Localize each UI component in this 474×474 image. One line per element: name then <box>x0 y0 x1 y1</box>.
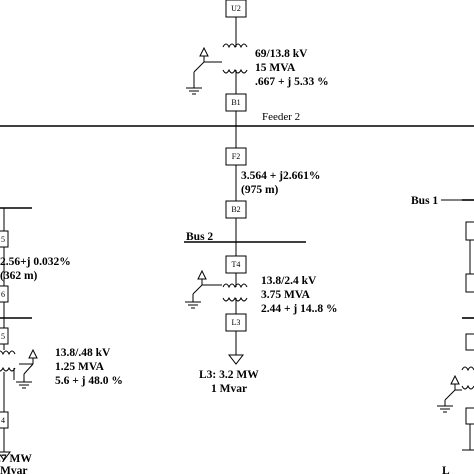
utility-source-u2: U2 <box>225 0 247 40</box>
load-l3-label: L3: 3.2 MW 1 Mvar <box>199 369 259 395</box>
left-transformer-rating: 1.25 MVA <box>55 361 105 373</box>
f2-box-label: F2 <box>232 152 240 161</box>
t1-impedance: .667 + j 5.33 % <box>255 76 329 88</box>
bus-1-label: Bus 1 <box>411 195 438 207</box>
left-top-box-label: 5 <box>1 235 5 244</box>
feeder-2-label: Feeder 2 <box>262 111 300 123</box>
f2-impedance: 3.564 + j2.661% <box>241 170 320 182</box>
transformer-t4-symbol <box>222 280 248 314</box>
load-l3: L3 <box>225 313 247 365</box>
left-feeder-length: (362 m) <box>0 270 38 282</box>
svg-text:L: L <box>442 465 450 474</box>
left-branch: 5 6 5 4 <box>0 207 32 461</box>
l3-mw: L3: 3.2 MW <box>199 369 259 381</box>
t1-voltage: 69/13.8 kV <box>255 48 308 60</box>
t4-voltage: 13.8/2.4 kV <box>261 275 317 287</box>
breaker-b2: B2 <box>225 200 247 242</box>
left-mid-box-label: 6 <box>1 290 5 299</box>
ground-left <box>16 348 38 389</box>
transformer-t1-label: 69/13.8 kV 15 MVA .667 + j 5.33 % <box>255 48 329 88</box>
t4-rating: 3.75 MVA <box>261 289 311 301</box>
left-load-label: .7 MW Mvar <box>0 453 32 474</box>
load-arrow-l3 <box>227 354 245 365</box>
left-bot-box-label: 4 <box>1 416 5 425</box>
left-load-mvar: Mvar <box>0 465 27 474</box>
right-load-label-fragment: L <box>442 465 450 474</box>
f2-length: (975 m) <box>241 184 279 196</box>
l3-mvar: 1 Mvar <box>211 383 247 395</box>
transformer-t4-label: 13.8/2.4 kV 3.75 MVA 2.44 + j 14..8 % <box>261 275 338 315</box>
left-transformer-impedance: 5.6 + j 48.0 % <box>55 375 123 387</box>
right-branch: Bus 1 <box>411 195 474 451</box>
ground-t4 <box>185 269 222 309</box>
fuse-f2: F2 <box>225 126 247 201</box>
left-feeder-impedance: 2.56+j 0.032% <box>0 256 71 268</box>
left-transformer-voltage: 13.8/.48 kV <box>55 347 111 359</box>
bus-2-label: Bus 2 <box>186 231 213 243</box>
ground-right <box>437 374 462 413</box>
left-transformer-label: 13.8/.48 kV 1.25 MVA 5.6 + j 48.0 % <box>55 347 123 387</box>
left-feeder-label: 2.56+j 0.032% (362 m) <box>0 256 71 282</box>
u2-box-label: U2 <box>231 4 241 13</box>
b1-box-label: B1 <box>231 98 240 107</box>
transformer-t1-symbol <box>222 40 248 94</box>
breaker-b1: B1 <box>225 93 247 126</box>
feeder-f2-label: 3.564 + j2.661% (975 m) <box>241 170 320 196</box>
t4-box-label: T4 <box>232 260 241 269</box>
transformer-t4-box: T4 <box>225 242 247 280</box>
left-low-box-label: 5 <box>1 332 5 341</box>
l3-box-label: L3 <box>232 318 241 327</box>
t1-rating: 15 MVA <box>255 62 296 74</box>
ground-t1 <box>186 46 222 95</box>
b2-box-label: B2 <box>231 205 240 214</box>
t4-impedance: 2.44 + j 14..8 % <box>261 303 338 315</box>
left-load-mw: .7 MW <box>0 453 32 465</box>
